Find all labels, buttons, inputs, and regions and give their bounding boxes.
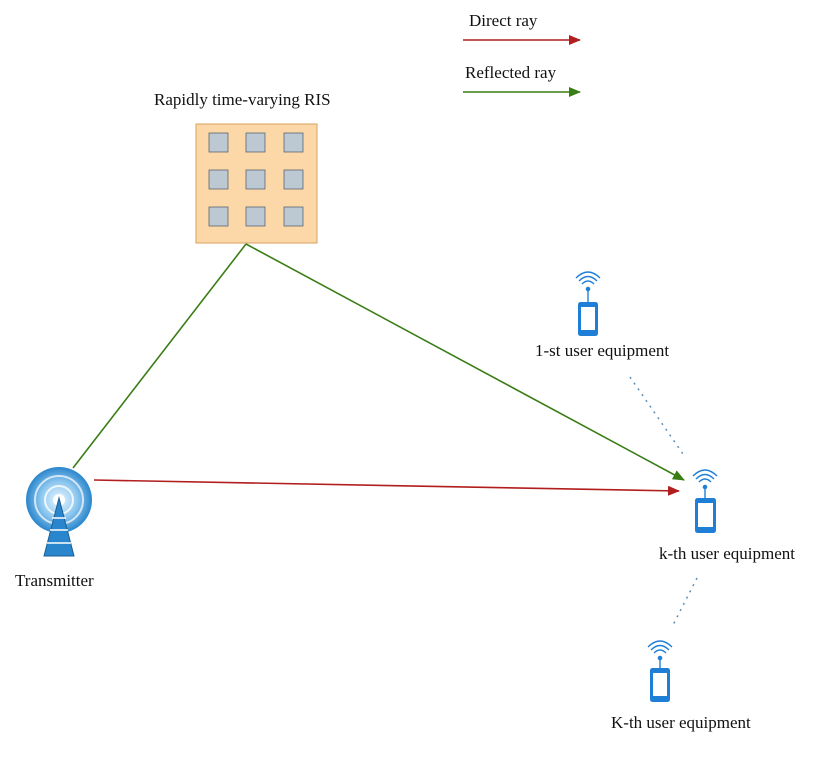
user-equipment-K-label: K-th user equipment xyxy=(611,713,751,732)
wifi-signal-icon xyxy=(692,469,718,498)
wifi-signal-icon xyxy=(575,271,601,302)
reflected-ray-ris-to-ue xyxy=(245,243,685,481)
legend-direct-label: Direct ray xyxy=(469,11,538,30)
user-equipment-k-label: k-th user equipment xyxy=(659,544,795,563)
smartphone-icon xyxy=(650,668,670,702)
user-equipment-1-label: 1-st user equipment xyxy=(535,341,670,360)
legend-reflected-label: Reflected ray xyxy=(465,63,557,82)
ris-label: Rapidly time-varying RIS xyxy=(154,90,331,109)
transmitter-label: Transmitter xyxy=(15,571,94,590)
direct-ray-tx-to-ue xyxy=(93,479,680,496)
wifi-signal-icon xyxy=(647,640,673,668)
smartphone-icon xyxy=(695,498,716,533)
reflected-ray-tx-to-ris xyxy=(72,243,247,469)
ris-panel-icon xyxy=(195,123,318,244)
transmitter-tower-icon xyxy=(26,467,92,557)
dotted-link-upper xyxy=(629,376,686,458)
smartphone-icon xyxy=(578,302,598,336)
dotted-link-lower xyxy=(671,577,698,628)
